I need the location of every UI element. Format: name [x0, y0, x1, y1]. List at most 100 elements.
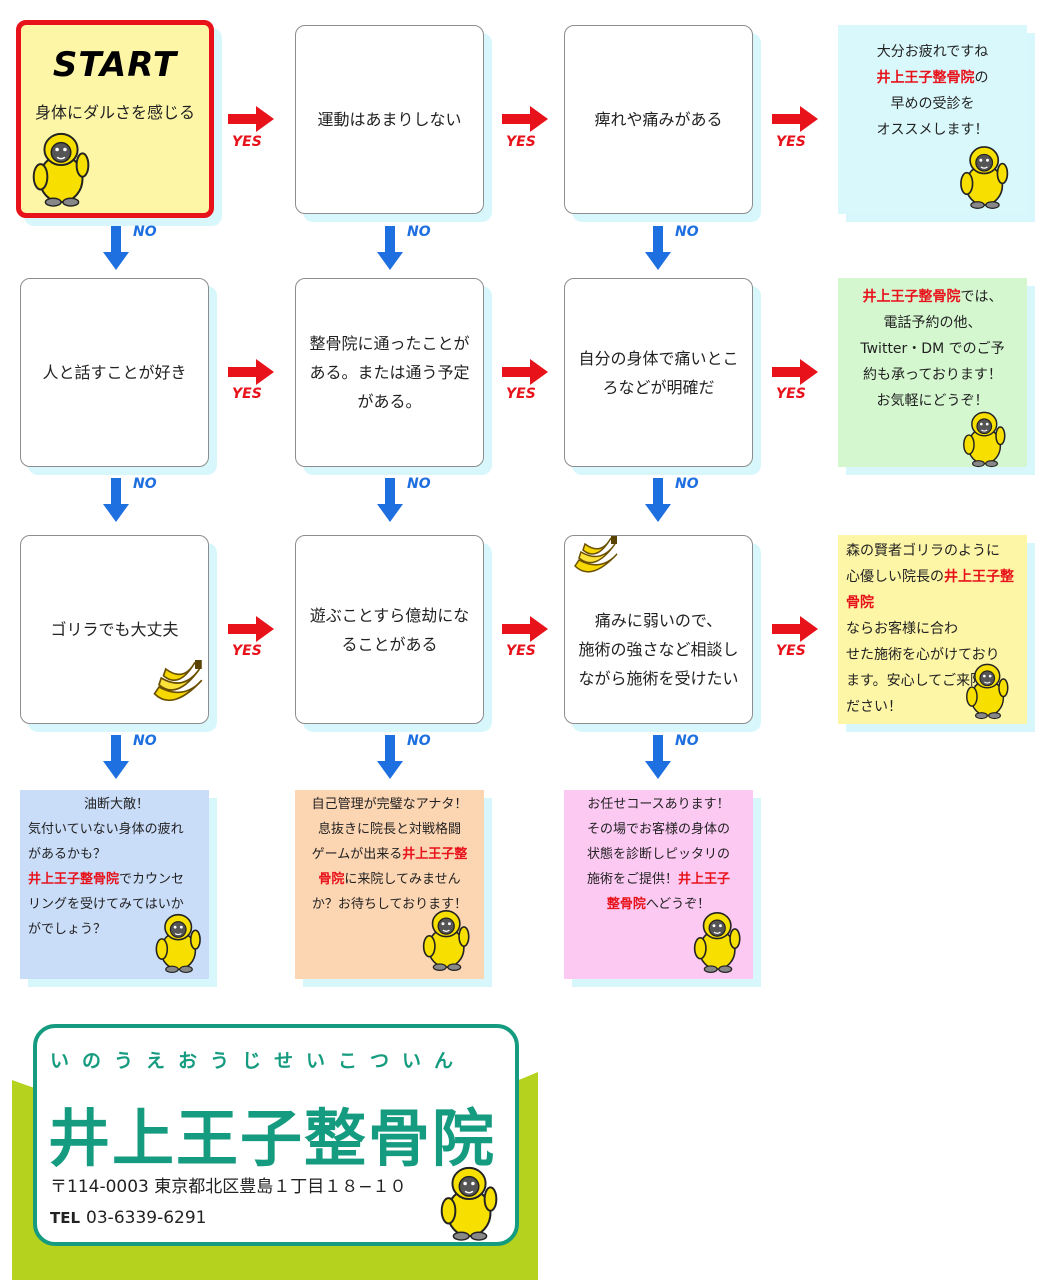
gorilla-mascot-icon — [963, 411, 1006, 468]
arrow-down-icon — [377, 735, 403, 779]
gorilla-mascot-icon — [32, 132, 90, 208]
result-line: 自己管理が完璧なアナタ！ — [311, 797, 468, 812]
result-line: リングを受けてみてはいか — [28, 897, 184, 912]
result-line: 井上王子整骨院の — [876, 70, 989, 86]
footer-tel: TEL 03-6339-6291 — [50, 1208, 206, 1228]
result-line: その場でお客様の身体の — [586, 822, 730, 837]
question-line: 遊ぶことすら億劫にな — [309, 605, 470, 625]
no-label: NO — [675, 476, 699, 492]
no-label: NO — [675, 733, 699, 749]
arrow-down-icon — [377, 478, 403, 522]
clinic-name: 井上王子整骨院 — [862, 289, 961, 305]
footer-clinic-name: 井上王子整骨院 — [47, 1101, 497, 1176]
result-line: 大分お疲れですね — [876, 44, 989, 60]
question-line: ゴリラでも大丈夫 — [50, 620, 179, 639]
question-line: 人と話すことが好き — [42, 363, 187, 382]
result-line: せた施術を心がけており — [846, 647, 1000, 663]
arrow-right-icon — [502, 359, 548, 385]
yes-label: YES — [506, 643, 536, 659]
tel-label: TEL — [50, 1209, 81, 1227]
arrow-right-icon — [228, 106, 274, 132]
result-box-b3: お任せコースあります！ その場でお客様の身体の 状態を診断しピッタリの 施術をご… — [564, 790, 753, 979]
result-line: オススメします！ — [876, 122, 989, 138]
arrow-right-icon — [502, 106, 548, 132]
result-line: 息抜きに院長と対戦格闘 — [317, 822, 461, 837]
result-line: ださい！ — [846, 699, 902, 715]
result-line: 整骨院へどうぞ！ — [606, 897, 711, 912]
result-line: ゲームが出来る井上王子整 — [311, 847, 468, 862]
banana-icon — [153, 660, 203, 702]
question-line: 痛みに弱いので、 — [594, 611, 723, 630]
gorilla-mascot-icon — [693, 912, 741, 974]
no-label: NO — [407, 476, 431, 492]
result-line: か？お待ちしております！ — [311, 897, 468, 912]
result-box-b1: 油断大敵！ 気付いていない身体の疲れ があるかも？ 井上王子整骨院でカウンセ リ… — [20, 790, 209, 979]
result-line: 状態を診断しピッタリの — [586, 847, 730, 862]
clinic-name: 井上王子整骨院 — [876, 70, 975, 86]
arrow-right-icon — [228, 616, 274, 642]
footer-kana: いのうえおうじせいこついん — [50, 1050, 467, 1072]
question-box-r1c3: 痺れや痛みがある — [564, 25, 753, 214]
yes-label: YES — [232, 386, 262, 402]
yes-label: YES — [232, 643, 262, 659]
question-line: ある。または通う予定 — [309, 363, 470, 382]
footer-address: 〒114-0003 東京都北区豊島１丁目１８−１０ — [50, 1177, 407, 1197]
result-line: 電話予約の他、 — [883, 315, 982, 331]
question-box-r3c2: 遊ぶことすら億劫にな ることがある — [295, 535, 484, 724]
gorilla-mascot-icon — [422, 910, 470, 972]
question-box-r2c3: 自分の身体で痛いとこ ろなどが明確だ — [564, 278, 753, 467]
question-line: 整骨院に通ったことが — [309, 334, 470, 353]
question-line: ながら施術を受けたい — [578, 669, 739, 688]
arrow-right-icon — [772, 616, 818, 642]
result-line: 心優しい院長の井上王子整骨院 — [846, 569, 1014, 611]
arrow-down-icon — [645, 735, 671, 779]
arrow-right-icon — [772, 359, 818, 385]
question-box-r2c2: 整骨院に通ったことが ある。または通う予定 がある。 — [295, 278, 484, 467]
result-line: 井上王子整骨院でカウンセ — [28, 872, 185, 887]
gorilla-mascot-icon — [966, 663, 1009, 720]
question-line: がある。 — [357, 392, 422, 411]
result-line: 油断大敵！ — [83, 797, 149, 812]
yes-label: YES — [232, 134, 262, 150]
arrow-down-icon — [377, 226, 403, 270]
question-line: 運動はあまりしない — [317, 110, 462, 129]
result-line: があるかも？ — [28, 847, 107, 862]
arrow-down-icon — [645, 226, 671, 270]
no-label: NO — [133, 733, 157, 749]
arrow-right-icon — [772, 106, 818, 132]
arrow-right-icon — [228, 359, 274, 385]
gorilla-mascot-icon — [960, 146, 1009, 210]
start-question: 身体にダルさを感じる — [34, 103, 195, 122]
gorilla-mascot-icon — [440, 1166, 498, 1242]
tel-number: 03-6339-6291 — [86, 1208, 207, 1228]
result-line: 早めの受診を — [890, 96, 975, 112]
no-label: NO — [133, 224, 157, 240]
yes-label: YES — [776, 134, 806, 150]
result-line: ならお客様に合わ — [846, 621, 958, 637]
result-line: 骨院に来院してみません — [318, 872, 461, 887]
result-line: 気付いていない身体の疲れ — [28, 822, 184, 837]
arrow-down-icon — [103, 226, 129, 270]
question-line: 痺れや痛みがある — [594, 110, 723, 129]
question-line: ることがある — [341, 634, 438, 654]
arrow-down-icon — [103, 735, 129, 779]
clinic-name: 井上王子整骨院 — [28, 872, 120, 887]
result-line: お任せコースあります！ — [587, 797, 730, 812]
question-line: 施術の強さなど相談し — [578, 640, 739, 659]
banana-icon — [574, 536, 618, 573]
arrow-down-icon — [103, 478, 129, 522]
footer-card — [33, 1024, 519, 1246]
gorilla-mascot-icon — [155, 913, 201, 974]
result-line: 約も承っております！ — [863, 367, 1002, 383]
question-box-r1c2: 運動はあまりしない — [295, 25, 484, 214]
yes-label: YES — [506, 386, 536, 402]
clinic-name: 井上王子整骨院 — [846, 569, 1014, 611]
result-line: がでしょう？ — [28, 922, 107, 937]
no-label: NO — [407, 224, 431, 240]
result-line: お気軽にどうぞ！ — [876, 393, 989, 409]
no-label: NO — [675, 224, 699, 240]
result-line: Twitter・DM でのご予 — [860, 341, 1005, 357]
arrow-down-icon — [645, 478, 671, 522]
result-line: 井上王子整骨院では、 — [862, 289, 1003, 305]
yes-label: YES — [776, 386, 806, 402]
